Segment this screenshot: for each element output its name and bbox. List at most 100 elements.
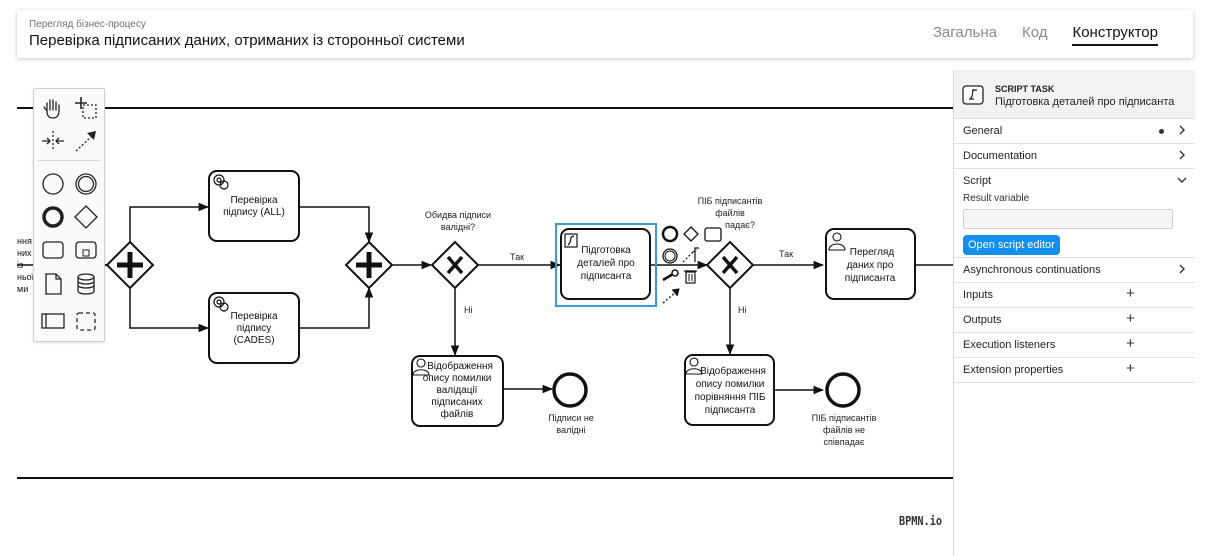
connect-icon[interactable] <box>662 290 678 304</box>
exclusive-gateway-signatures-valid[interactable] <box>430 240 480 290</box>
bpmn-diagram: ння них із ньої ми <box>17 107 953 479</box>
bpmn-canvas[interactable]: ння них із ньої ми <box>17 70 953 556</box>
add-execution-listener-icon[interactable]: + <box>1126 335 1135 352</box>
parallel-gateway-split[interactable] <box>105 240 155 290</box>
user-task-view-signer-data[interactable]: Перегляд даних про підписанта <box>825 228 916 300</box>
data-store-icon[interactable] <box>71 269 101 299</box>
view-tabs: Загальна Код Конструктор <box>933 24 1158 46</box>
script-task-prepare-signer[interactable]: Підготовка деталей про підписанта <box>555 223 657 307</box>
script-icon <box>564 233 578 248</box>
text-annotation-icon[interactable] <box>682 249 698 263</box>
append-end-event-icon[interactable] <box>661 225 679 243</box>
connect-tool-icon[interactable] <box>71 126 101 156</box>
open-script-editor-button[interactable]: Open script editor <box>963 235 1060 255</box>
group-async-continuations[interactable]: Asynchronous continuations <box>954 258 1195 283</box>
svg-text:Перегляд: Перегляд <box>850 247 895 258</box>
gateway-icon[interactable] <box>71 202 101 232</box>
subprocess-icon[interactable] <box>71 235 101 265</box>
group-script[interactable]: Script <box>954 169 1195 193</box>
group-extension-properties[interactable]: Extension properties + <box>954 358 1195 383</box>
palette-separator <box>38 160 100 161</box>
end-event-names-mismatch[interactable]: ПІБ підписантів файлів не співпадає <box>812 372 877 447</box>
tab-code[interactable]: Код <box>1021 24 1048 41</box>
flow-to-check-all[interactable] <box>129 202 210 242</box>
flow-from-check-cades[interactable] <box>299 286 374 329</box>
group-inputs[interactable]: Inputs + <box>954 283 1195 308</box>
hand-tool-icon[interactable] <box>38 93 68 123</box>
context-pad <box>661 225 722 304</box>
tab-general[interactable]: Загальна <box>932 24 997 41</box>
data-object-icon[interactable] <box>38 269 68 299</box>
add-output-icon[interactable]: + <box>1126 310 1135 327</box>
flow-label-no2: Ні <box>738 305 747 315</box>
gear-icon <box>213 174 229 190</box>
bpmn-io-logo[interactable]: BPMN.io <box>899 514 942 528</box>
gateway2-label-line2: файлів <box>715 208 745 218</box>
flow-from-check-all[interactable] <box>299 206 374 244</box>
parallel-gateway-join[interactable] <box>344 240 394 290</box>
svg-text:ПІБ підписантів: ПІБ підписантів <box>812 413 877 423</box>
flow-label-yes2: Так <box>779 249 793 259</box>
group-documentation[interactable]: Documentation <box>954 144 1195 169</box>
intermediate-event-icon[interactable] <box>71 169 101 199</box>
append-task-icon[interactable] <box>704 227 722 242</box>
end-event-signatures-invalid[interactable]: Підписи не валідні <box>548 372 594 435</box>
element-type: SCRIPT TASK <box>995 84 1055 94</box>
svg-text:підписанта: підписанта <box>845 273 896 284</box>
delete-icon[interactable] <box>684 270 697 284</box>
svg-text:опису помилки: опису помилки <box>696 379 765 390</box>
user-icon <box>685 357 703 375</box>
flow-label-no1: Ні <box>464 305 473 315</box>
end-event-icon[interactable] <box>38 202 68 232</box>
tab-constructor[interactable]: Конструктор <box>1072 24 1158 46</box>
svg-text:них: них <box>17 248 32 258</box>
header-subtitle: Перегляд бізнес-процесу <box>29 19 146 30</box>
user-task-show-name-mismatch-error[interactable]: Відображення опису помилки порівняння ПІ… <box>684 354 775 426</box>
gateway1-label-line2: валідні? <box>441 222 475 232</box>
svg-text:файлів не: файлів не <box>823 425 865 435</box>
flow-to-check-cades[interactable] <box>129 288 210 333</box>
svg-text:підписаних: підписаних <box>431 397 482 408</box>
chevron-right-icon <box>1179 150 1185 160</box>
chevron-right-icon <box>1179 125 1185 135</box>
service-task-check-all[interactable]: Перевірка підпису (ALL) <box>208 170 300 242</box>
svg-text:ми: ми <box>17 284 28 294</box>
svg-text:співпадає: співпадає <box>824 437 865 447</box>
add-extension-property-icon[interactable]: + <box>1126 360 1135 377</box>
add-input-icon[interactable]: + <box>1126 285 1135 302</box>
exclusive-gateway-names-match[interactable] <box>705 240 755 290</box>
flow-label-yes1: Так <box>510 252 524 262</box>
gateway2-label-line3: падає? <box>725 220 755 230</box>
result-variable-input[interactable] <box>963 209 1173 229</box>
svg-text:підписанта: підписанта <box>581 271 632 282</box>
group-general[interactable]: General <box>954 119 1195 144</box>
group-execution-listeners[interactable]: Execution listeners + <box>954 333 1195 358</box>
gateway2-label-line1: ПІБ підписантів <box>698 196 763 206</box>
task-icon[interactable] <box>38 235 68 265</box>
group-outputs[interactable]: Outputs + <box>954 308 1195 333</box>
svg-text:підписанта: підписанта <box>705 405 756 416</box>
svg-text:опису помилки: опису помилки <box>423 373 492 384</box>
pool-icon[interactable] <box>38 306 68 336</box>
chevron-right-icon <box>1179 264 1185 274</box>
gateway1-label-line1: Обидва підписи <box>425 210 491 220</box>
change-type-icon[interactable] <box>662 272 674 282</box>
script-group-body: Result variable Open script editor <box>954 193 1195 258</box>
space-tool-icon[interactable] <box>38 126 68 156</box>
process-header: Перегляд бізнес-процесу Перевірка підпис… <box>17 10 1193 58</box>
gear-icon <box>213 296 229 312</box>
append-gateway-icon[interactable] <box>683 226 699 242</box>
element-name: Підготовка деталей про підписанта <box>995 96 1175 108</box>
svg-text:Відображення: Відображення <box>427 360 493 372</box>
user-task-show-validation-error[interactable]: Відображення опису помилки валідації під… <box>411 355 504 427</box>
data-marker-dot <box>1159 129 1164 134</box>
user-icon <box>828 232 846 251</box>
group-icon[interactable] <box>71 306 101 336</box>
lasso-tool-icon[interactable] <box>71 93 101 123</box>
properties-panel: SCRIPT TASK Підготовка деталей про підпи… <box>953 70 1195 556</box>
chevron-down-icon <box>1177 177 1187 183</box>
start-event-icon[interactable] <box>38 169 68 199</box>
svg-text:Відображення: Відображення <box>700 365 766 377</box>
service-task-check-cades[interactable]: Перевірка підпису (CADES) <box>208 292 300 364</box>
tool-palette <box>33 88 105 342</box>
